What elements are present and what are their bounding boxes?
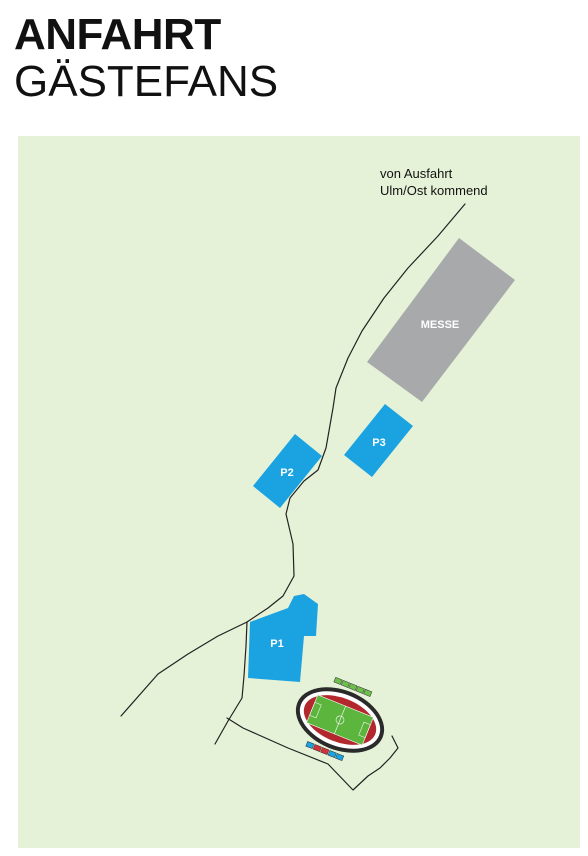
map-area[interactable]: von Ausfahrt Ulm/Ost kommend MESSE P3 P2… xyxy=(18,136,580,848)
stadium[interactable] xyxy=(283,668,396,772)
direction-label-line2: Ulm/Ost kommend xyxy=(380,183,488,198)
guest-sector-block xyxy=(320,747,330,756)
road-south xyxy=(226,717,399,791)
messe-building[interactable] xyxy=(367,238,515,402)
halfway-line xyxy=(334,705,346,735)
parking-p1-label: P1 xyxy=(270,638,283,650)
direction-label-line1: von Ausfahrt xyxy=(380,166,453,181)
title-block: ANFAHRT GÄSTEFANS xyxy=(14,12,278,106)
parking-p3[interactable] xyxy=(344,404,413,477)
stand-block xyxy=(348,682,358,691)
penalty-area-left xyxy=(309,701,322,719)
penalty-area-right xyxy=(358,721,371,739)
road-west xyxy=(120,621,248,717)
parking-p2-label: P2 xyxy=(280,467,293,479)
guest-sector-block xyxy=(312,744,322,753)
guest-sector-block xyxy=(327,750,337,759)
map-canvas: von Ausfahrt Ulm/Ost kommend MESSE P3 P2… xyxy=(120,166,515,791)
stand-block xyxy=(340,679,350,688)
parking-p2[interactable] xyxy=(253,434,322,508)
parking-p1[interactable] xyxy=(248,594,318,682)
messe-label: MESSE xyxy=(421,319,460,331)
main-road xyxy=(246,203,466,623)
guest-sector-block xyxy=(335,753,345,761)
centre-circle xyxy=(335,715,345,725)
roads xyxy=(120,203,466,791)
parking-p3-label: P3 xyxy=(372,437,385,449)
page-subtitle: GÄSTEFANS xyxy=(14,57,279,106)
page-title: ANFAHRT xyxy=(14,10,221,59)
stand-block xyxy=(363,688,373,697)
stand-block xyxy=(355,685,365,694)
guest-sector-block xyxy=(305,741,315,750)
stand-block xyxy=(333,676,343,685)
road-southwest xyxy=(214,621,248,745)
